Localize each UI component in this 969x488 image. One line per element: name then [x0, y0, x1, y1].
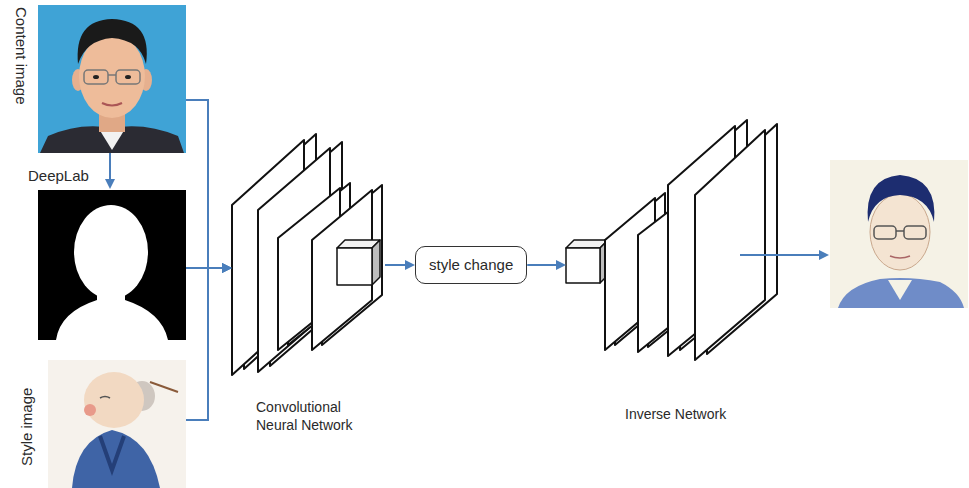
style-change-box: style change — [415, 246, 527, 284]
style-painting — [48, 360, 186, 488]
arrow-head — [556, 260, 566, 270]
inverse-layers — [566, 120, 777, 360]
connector — [186, 100, 232, 273]
connector-line — [527, 264, 558, 266]
connector-line — [385, 264, 407, 266]
content-image: Content image — [38, 5, 186, 153]
connector — [527, 260, 566, 270]
node-label: Style image — [18, 388, 36, 466]
arrow-head — [222, 263, 232, 273]
arrow-head — [405, 260, 415, 270]
cnn-block: Convolutional Neural Network — [232, 130, 385, 380]
connector-line — [186, 268, 224, 420]
content-photo — [38, 5, 186, 153]
output-photo — [830, 160, 968, 308]
output-arrow — [740, 250, 829, 260]
arrow-head — [222, 263, 232, 273]
deeplab-arrow — [105, 153, 115, 189]
style-image: Style image — [48, 360, 186, 488]
node-label: Convolutional Neural Network — [256, 398, 374, 434]
connector-line — [186, 100, 224, 268]
connector — [385, 260, 415, 270]
segmentation-mask — [38, 190, 186, 340]
step-label: DeepLab — [28, 167, 89, 185]
node-label: Content image — [12, 7, 30, 105]
node-label: Inverse Network — [625, 405, 726, 423]
inverse-block: Inverse Network — [566, 120, 776, 360]
cnn-layers — [232, 134, 382, 375]
node-label: style change — [429, 256, 513, 274]
connector — [186, 263, 232, 420]
